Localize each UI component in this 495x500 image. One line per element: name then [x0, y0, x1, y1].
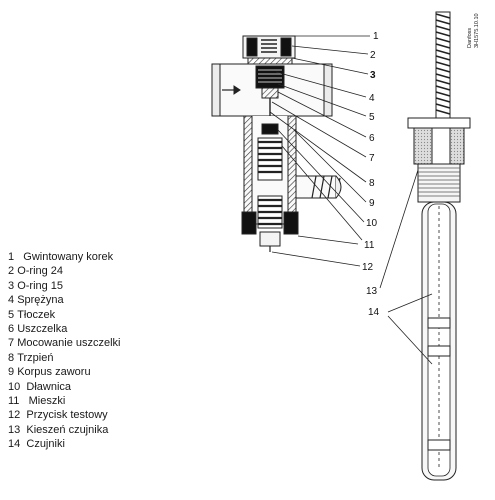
flow-arrow-head [233, 85, 241, 95]
side-connection [295, 175, 342, 199]
legend-item-number: 8 [8, 351, 15, 364]
leader-lines [269, 35, 433, 365]
callout-8: 8 [369, 178, 375, 189]
legend-item-number: 13 [8, 423, 21, 436]
callout-1: 1 [373, 31, 379, 42]
legend-item-label: Trzpień [17, 351, 54, 364]
legend-item: 14 Czujniki [8, 437, 121, 451]
legend-item-label: Sprężyna [17, 294, 64, 307]
sensor-assembly [407, 11, 471, 481]
legend-item-label: Tłoczek [17, 308, 56, 321]
sensor-nut-top [407, 117, 471, 129]
legend-item-number: 9 [8, 366, 15, 379]
legend-item-label: Korpus zaworu [17, 366, 91, 379]
legend-item-label: O-ring 24 [17, 265, 64, 278]
legend-item-label: Przycisk testowy [26, 409, 108, 422]
legend-item-label: O-ring 15 [17, 279, 64, 292]
callout-10: 10 [366, 218, 378, 229]
legend-item-label: Kieszeń czujnika [26, 423, 109, 436]
legend-item: 8 Trzpień [8, 351, 121, 365]
sensor-segment-3 [427, 439, 451, 451]
legend-item: 2 O-ring 24 [8, 264, 121, 278]
callout-4: 4 [369, 93, 375, 104]
legend-item-number: 5 [8, 308, 15, 321]
callout-7: 7 [369, 153, 375, 164]
callout-2: 2 [370, 50, 376, 61]
callout-13: 13 [366, 286, 378, 297]
callout-11: 11 [364, 240, 375, 251]
legend-item-number: 14 [8, 438, 21, 451]
callout-12: 12 [362, 262, 374, 273]
legend-item-label: Mocowanie uszczelki [17, 337, 121, 350]
plug-nut-left [246, 37, 258, 57]
parts-legend: 1 Gwintowany korek 2 O-ring 24 3 O-ring … [8, 250, 121, 452]
legend-item-label: Dławnica [26, 380, 72, 393]
legend-item-number: 10 [8, 380, 21, 393]
legend-item: 9 Korpus zaworu [8, 365, 121, 379]
legend-item: 12 Przycisk testowy [8, 408, 121, 422]
callout-6: 6 [369, 133, 375, 144]
legend-item-label: Czujniki [26, 438, 65, 451]
gasket [261, 87, 279, 99]
legend-item-number: 6 [8, 323, 15, 336]
body-wall-left [243, 115, 253, 225]
bellows-upper [257, 137, 283, 181]
bellows-lower [257, 195, 283, 229]
legend-item: 6 Uszczelka [8, 322, 121, 336]
callout-14: 14 [368, 307, 380, 318]
outlet-flange [323, 63, 333, 117]
legend-item: 7 Mocowanie uszczelki [8, 336, 121, 350]
sensor-nut-bore [431, 127, 451, 165]
callout-5: 5 [369, 112, 375, 123]
legend-item: 11 Mieszki [8, 394, 121, 408]
callouts: 1 2 3 4 5 6 7 8 9 10 11 12 13 14 [362, 31, 380, 318]
legend-item-number: 12 [8, 409, 21, 422]
piston-lines [258, 69, 282, 83]
capillary-tube [435, 11, 451, 121]
legend-item: 10 Dławnica [8, 380, 121, 394]
pocket-thread-lines [418, 167, 460, 197]
legend-item-label: Uszczelka [17, 323, 68, 336]
test-button [259, 231, 281, 247]
body-wall-right [287, 115, 297, 225]
sensor-segment-1 [427, 317, 451, 329]
legend-item-label: Mieszki [28, 395, 66, 408]
legend-item-number: 2 [8, 265, 15, 278]
stuffing-box [261, 123, 279, 135]
inlet-flange [211, 63, 221, 117]
drawing-code: Danfoss 3H1575.10.10 [467, 13, 480, 48]
sensor-segment-2 [427, 345, 451, 357]
bellows-cap-right [283, 211, 299, 235]
bellows-cap-left [241, 211, 257, 235]
callout-3: 3 [370, 70, 376, 81]
legend-item: 3 O-ring 15 [8, 279, 121, 293]
legend-item-number: 1 [8, 251, 15, 263]
plug-thread [261, 39, 277, 53]
valve-assembly [211, 35, 342, 252]
legend-item-number: 7 [8, 337, 15, 350]
legend-item: 1 Gwintowany korek [8, 250, 121, 264]
plug-nut-right [280, 37, 292, 57]
legend-item-number: 3 [8, 279, 15, 292]
legend-item-number: 11 [8, 395, 20, 408]
legend-item: 5 Tłoczek [8, 308, 121, 322]
legend-item: 13 Kieszeń czujnika [8, 423, 121, 437]
drawing-code-line2: 3H1575.10.10 [474, 13, 480, 48]
legend-item: 4 Sprężyna [8, 293, 121, 307]
legend-item-number: 4 [8, 294, 15, 307]
drawing-code-line1: Danfoss [467, 28, 473, 48]
callout-9: 9 [369, 198, 375, 209]
legend-item-label: Gwintowany korek [23, 251, 114, 263]
